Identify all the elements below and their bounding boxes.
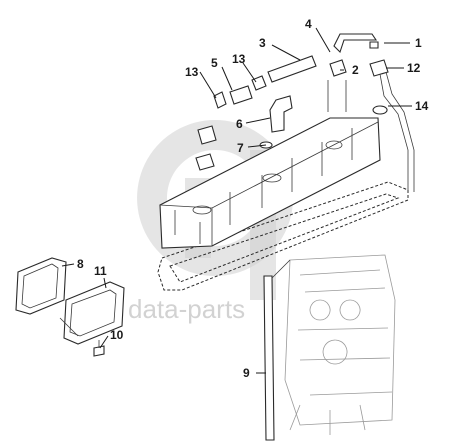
o-ring-7 xyxy=(259,141,273,149)
cover-gasket xyxy=(157,181,409,291)
watermark-text: data-parts xyxy=(128,294,245,324)
callout-2: 2 xyxy=(352,63,359,77)
breather-hose-assembly xyxy=(213,55,317,109)
callout-7: 7 xyxy=(237,141,244,155)
side-cover-gasket-8 xyxy=(15,257,67,315)
callout-10: 10 xyxy=(110,328,124,342)
callout-12: 12 xyxy=(407,61,421,75)
breather-tube xyxy=(329,33,415,192)
engine-block xyxy=(284,254,396,435)
callout-8: 8 xyxy=(77,257,84,271)
callout-1: 1 xyxy=(415,36,422,50)
callout-4: 4 xyxy=(305,17,312,31)
callout-13-right: 13 xyxy=(232,52,246,66)
side-cover-11 xyxy=(63,281,125,345)
callout-5: 5 xyxy=(211,56,218,70)
valve-cover xyxy=(159,117,381,249)
callout-14: 14 xyxy=(415,99,429,113)
callout-13-left: 13 xyxy=(185,65,199,79)
callout-11: 11 xyxy=(94,264,107,278)
callout-6: 6 xyxy=(236,117,243,131)
callout-3: 3 xyxy=(259,36,266,50)
bolt-1 xyxy=(369,41,379,49)
leader-lines xyxy=(61,27,412,374)
callout-9: 9 xyxy=(243,366,250,380)
filler-cap-parts xyxy=(195,125,217,171)
dipstick-tube-9 xyxy=(263,275,275,441)
breather-elbow xyxy=(269,95,293,133)
